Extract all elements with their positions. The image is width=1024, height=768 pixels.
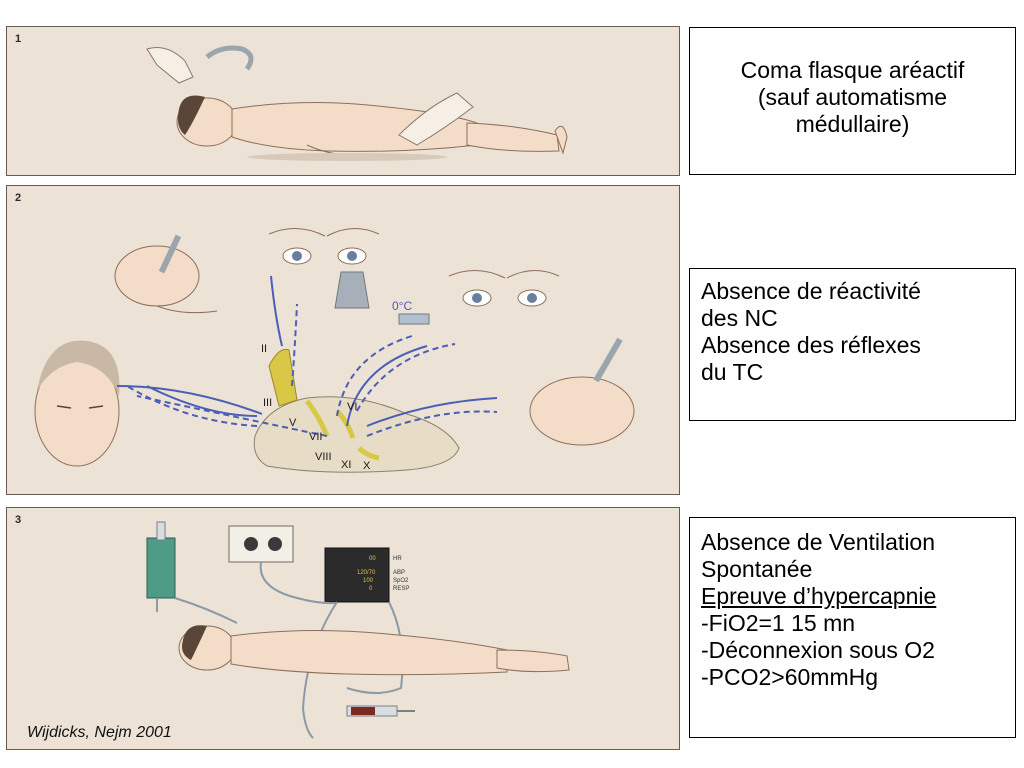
- oxygen-flowmeter: [146, 537, 176, 599]
- floor-shadow: [247, 153, 447, 161]
- neck-outline: [156, 305, 218, 314]
- flowmeter-tube: [156, 521, 166, 541]
- label-nerve-ii: II: [261, 343, 267, 355]
- cranial-nerves: [305, 399, 380, 461]
- swab-instrument: [158, 234, 182, 274]
- box1-line-2: (sauf automatisme: [757, 84, 948, 110]
- label-nerve-v: V: [289, 417, 297, 429]
- box2-line-1: Absence de réactivité: [701, 278, 921, 304]
- label-nerve-iii: III: [263, 397, 272, 409]
- monitor-value-resp: 0: [369, 586, 373, 592]
- monitor-label-spo2: SpO2: [393, 578, 409, 584]
- label-nerve-x: X: [363, 460, 371, 472]
- ventilator-control-box: [228, 525, 294, 563]
- patient-legs: [496, 649, 570, 673]
- illustration-panel-2: 2 0°C: [6, 185, 680, 495]
- nerve-labels: II III V VI VII VIII XI X: [261, 343, 371, 472]
- text-box-coma: Coma flasque aréactif (sauf automatisme …: [689, 27, 1016, 175]
- label-nerve-vi: VI: [347, 401, 357, 413]
- illustration-panel-1: 1: [6, 26, 680, 176]
- face-hair: [37, 340, 120, 396]
- text-box-brainstem: Absence de réactivité des NC Absence des…: [689, 268, 1016, 421]
- monitor-label-resp: RESP: [393, 586, 409, 592]
- monitor-label-hr: HR: [393, 556, 402, 562]
- head-oculocephalic: [114, 245, 200, 307]
- panel-number: 2: [15, 192, 22, 204]
- temperature-label: 0°C: [392, 299, 412, 313]
- examiner-sleeve: [146, 47, 194, 84]
- eyes-caloric-test: [448, 270, 560, 307]
- monitor-value-hr: 00: [369, 556, 376, 562]
- reflex-arrows: [116, 275, 498, 437]
- ventilator-tube: [205, 45, 254, 71]
- syringe-blood: [351, 707, 375, 715]
- box3-line-4: -FiO2=1 15 mn: [701, 610, 856, 636]
- monitor-labels: HR ABP SpO2 RESP: [393, 556, 409, 592]
- brainstem-reflex-illustration: 0°C II III V VI VII VIII: [34, 228, 635, 473]
- box3-line-2: Spontanée: [701, 556, 813, 582]
- patient-lying-illustration: [146, 45, 568, 161]
- label-nerve-xi: XI: [341, 459, 351, 471]
- box3-line-6: -PCO2>60mmHg: [701, 664, 879, 690]
- label-nerve-vii: VII: [309, 431, 322, 443]
- monitor-value-spo2: 100: [363, 578, 374, 584]
- examiner-sleeve-right: [398, 92, 474, 146]
- label-nerve-viii: VIII: [315, 451, 332, 463]
- closed-eyes: [56, 405, 104, 409]
- box2-line-4: du TC: [701, 359, 764, 385]
- patient-torso: [230, 629, 508, 676]
- patient-legs: [466, 122, 560, 152]
- text-box-ventilation: Absence de Ventilation Spontanée Epreuve…: [689, 517, 1016, 738]
- box2-line-3: Absence des réflexes: [701, 332, 921, 358]
- box3-line-1: Absence de Ventilation: [701, 529, 936, 555]
- patient-foot: [554, 125, 568, 155]
- catheter-instrument: [593, 337, 623, 383]
- patient-hair: [177, 95, 205, 135]
- box3-line-3-underlined: Epreuve d’hypercapnie: [701, 583, 937, 609]
- monitor-readings: 00 120/70 100 0: [357, 556, 376, 592]
- apnea-test-illustration: 00 120/70 100 0 HR ABP SpO2 RESP: [146, 521, 570, 739]
- box2-line-2: des NC: [701, 305, 778, 331]
- control-knob-right: [268, 537, 282, 551]
- optic-nerve: [268, 348, 298, 407]
- monitor-label-abp: ABP: [393, 570, 405, 576]
- panel-number: 3: [15, 514, 22, 526]
- control-knob-left: [244, 537, 258, 551]
- tubes-and-cables: [156, 561, 404, 739]
- panel-number: 1: [15, 33, 22, 45]
- patient-monitor: [324, 547, 390, 603]
- illustration-panel-3: 3 00 120/70 100 0 HR ABP SpO2 RESP: [6, 507, 680, 750]
- head-cough-test: [529, 376, 635, 446]
- syringe-icon: [398, 313, 430, 325]
- monitor-value-abp: 120/70: [357, 570, 376, 576]
- box1-line-3: médullaire): [795, 111, 910, 137]
- patient-hair: [182, 625, 207, 660]
- penlight-icon: [334, 271, 370, 309]
- brainstem: [253, 396, 460, 473]
- box1-line-1: Coma flasque aréactif: [740, 57, 965, 83]
- citation: Wijdicks, Nejm 2001: [27, 724, 172, 741]
- eyes-pupil-test: [268, 228, 380, 265]
- box3-line-5: -Déconnexion sous O2: [701, 637, 935, 663]
